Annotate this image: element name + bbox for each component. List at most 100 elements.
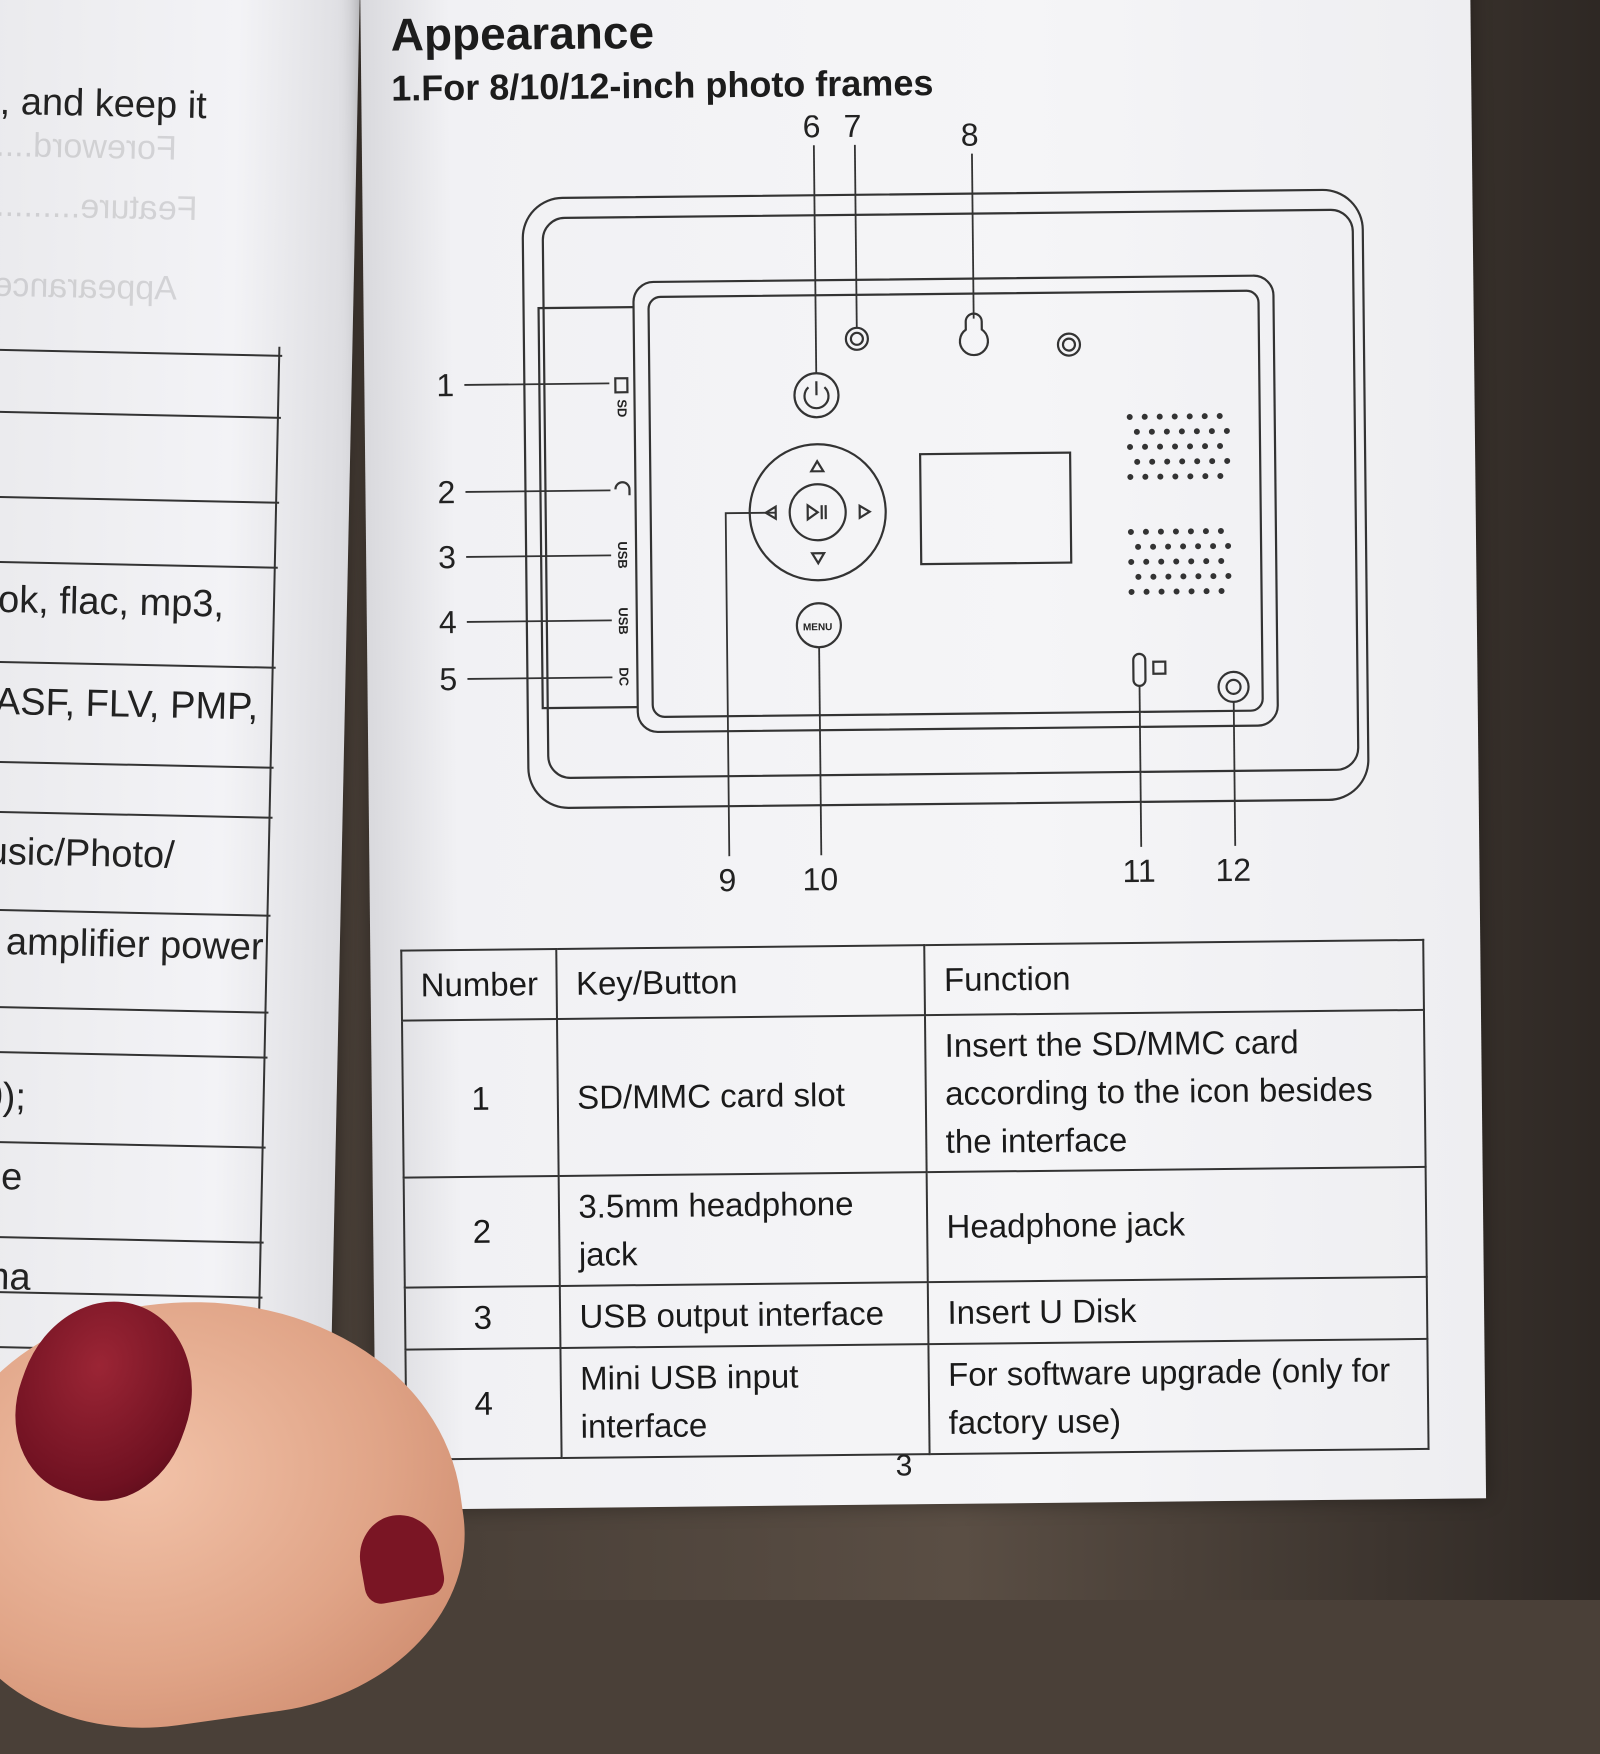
keyhole-hanger-icon bbox=[960, 313, 988, 355]
port-strip-outline bbox=[539, 307, 638, 708]
callout-7: 7 bbox=[843, 109, 861, 144]
speaker-hole bbox=[1224, 458, 1230, 464]
speaker-hole bbox=[1150, 544, 1156, 550]
row-key: SD/MMC card slot bbox=[557, 1015, 927, 1176]
sd-port-label: SD bbox=[615, 399, 630, 417]
speaker-hole bbox=[1202, 443, 1208, 449]
speaker-hole bbox=[1225, 573, 1231, 579]
label-panel bbox=[920, 453, 1071, 565]
speaker-hole bbox=[1149, 459, 1155, 465]
speaker-hole bbox=[1210, 543, 1216, 549]
speaker-hole bbox=[1135, 544, 1141, 550]
speaker-hole bbox=[1225, 543, 1231, 549]
left-table-rule bbox=[0, 660, 276, 669]
play-pause-symbol bbox=[808, 505, 826, 519]
speaker-hole bbox=[1224, 428, 1230, 434]
back-panel-outline bbox=[633, 275, 1278, 732]
table-row: 1 SD/MMC card slot Insert the SD/MMC car… bbox=[402, 1010, 1426, 1178]
left-text-line: ook, flac, mp3, bbox=[0, 578, 225, 626]
speaker-hole bbox=[1187, 413, 1193, 419]
left-text-line: 0); bbox=[0, 1076, 26, 1120]
speaker-hole bbox=[1217, 443, 1223, 449]
left-text-line: ng, and keep it bbox=[0, 80, 207, 128]
photo-frame-diagram: 1 2 3 4 5 6 7 8 9 10 11 12 SD USB USB DC… bbox=[422, 109, 1390, 919]
speaker-hole bbox=[1187, 473, 1193, 479]
speaker-hole bbox=[1164, 459, 1170, 465]
wall-hanging-hole-icon bbox=[1058, 333, 1080, 355]
speaker-hole bbox=[1180, 573, 1186, 579]
callout-5: 5 bbox=[439, 661, 457, 697]
speaker-hole bbox=[1127, 474, 1133, 480]
callout-lines bbox=[462, 141, 1235, 859]
left-table-rule bbox=[0, 908, 270, 917]
sd-port-icon bbox=[615, 378, 627, 392]
speaker-hole bbox=[1210, 573, 1216, 579]
wall-hanging-hole-inner bbox=[1063, 339, 1075, 351]
speaker-hole bbox=[1187, 443, 1193, 449]
speaker-hole bbox=[1195, 573, 1201, 579]
row-number: 1 bbox=[402, 1019, 559, 1178]
speaker-hole bbox=[1150, 574, 1156, 580]
speaker-hole bbox=[1149, 429, 1155, 435]
stand-hole-inner bbox=[1226, 680, 1240, 694]
speaker-hole bbox=[1203, 528, 1209, 534]
speaker-hole bbox=[1202, 413, 1208, 419]
usb-port-label: USB bbox=[615, 541, 630, 569]
wall-hanging-hole-icon bbox=[846, 328, 868, 350]
callout-3: 3 bbox=[438, 539, 456, 575]
speaker-hole bbox=[1159, 589, 1165, 595]
page-heading: Appearance bbox=[390, 5, 654, 62]
speaker-hole bbox=[1172, 473, 1178, 479]
left-table-rule bbox=[0, 495, 279, 504]
speaker-hole bbox=[1158, 559, 1164, 565]
speaker-hole bbox=[1179, 458, 1185, 464]
down-arrow-icon bbox=[812, 553, 824, 563]
speaker-hole bbox=[1194, 458, 1200, 464]
speaker-hole bbox=[1219, 588, 1225, 594]
row-key: Mini USB input interface bbox=[561, 1344, 930, 1458]
table-row: 3 USB output interface Insert U Disk bbox=[405, 1277, 1428, 1350]
speaker-hole bbox=[1144, 589, 1150, 595]
left-table-rule bbox=[0, 1290, 262, 1299]
table-header-row: Number Key/Button Function bbox=[401, 940, 1424, 1021]
page-number: 3 bbox=[896, 1449, 913, 1483]
speaker-hole bbox=[1165, 544, 1171, 550]
speaker-hole bbox=[1189, 588, 1195, 594]
callout-12: 12 bbox=[1215, 852, 1251, 888]
dc-port-label: DC bbox=[616, 667, 631, 687]
table-row: 4 Mini USB input interface For software … bbox=[405, 1339, 1428, 1459]
speaker-hole bbox=[1172, 413, 1178, 419]
speaker-hole bbox=[1143, 529, 1149, 535]
speaker-hole bbox=[1127, 414, 1133, 420]
back-panel-inner bbox=[648, 291, 1262, 717]
speaker-hole bbox=[1180, 543, 1186, 549]
callout-1: 1 bbox=[436, 367, 454, 403]
callout-10: 10 bbox=[802, 861, 838, 897]
row-function: Insert U Disk bbox=[928, 1277, 1427, 1344]
speaker-hole bbox=[1128, 559, 1134, 565]
key-function-table: Number Key/Button Function 1 SD/MMC card… bbox=[400, 939, 1429, 1460]
left-page: Foreword...... Feature......... Appearan… bbox=[0, 0, 360, 1488]
row-function: For software upgrade (only for factory u… bbox=[929, 1339, 1429, 1454]
speaker-hole bbox=[1134, 459, 1140, 465]
left-table-rule bbox=[0, 1140, 266, 1149]
left-text-line: / amplifier power bbox=[0, 921, 264, 970]
left-table-rule bbox=[0, 810, 273, 819]
speaker-hole bbox=[1188, 528, 1194, 534]
speaker-hole bbox=[1142, 474, 1148, 480]
callout-2: 2 bbox=[437, 474, 455, 510]
row-function: Insert the SD/MMC card according to the … bbox=[925, 1010, 1425, 1173]
row-key: USB output interface bbox=[560, 1282, 929, 1348]
speaker-hole bbox=[1217, 473, 1223, 479]
callout-9: 9 bbox=[718, 862, 736, 898]
speaker-hole bbox=[1194, 428, 1200, 434]
speaker-hole bbox=[1209, 428, 1215, 434]
left-text-line: usic/Photo/ bbox=[0, 831, 175, 878]
headphone-port-icon bbox=[615, 482, 629, 495]
speaker-hole bbox=[1179, 428, 1185, 434]
header-key-button: Key/Button bbox=[557, 945, 926, 1019]
wall-hanging-hole-inner bbox=[851, 333, 863, 345]
row-number: 3 bbox=[405, 1286, 561, 1349]
speaker-hole bbox=[1202, 473, 1208, 479]
speaker-hole bbox=[1174, 588, 1180, 594]
